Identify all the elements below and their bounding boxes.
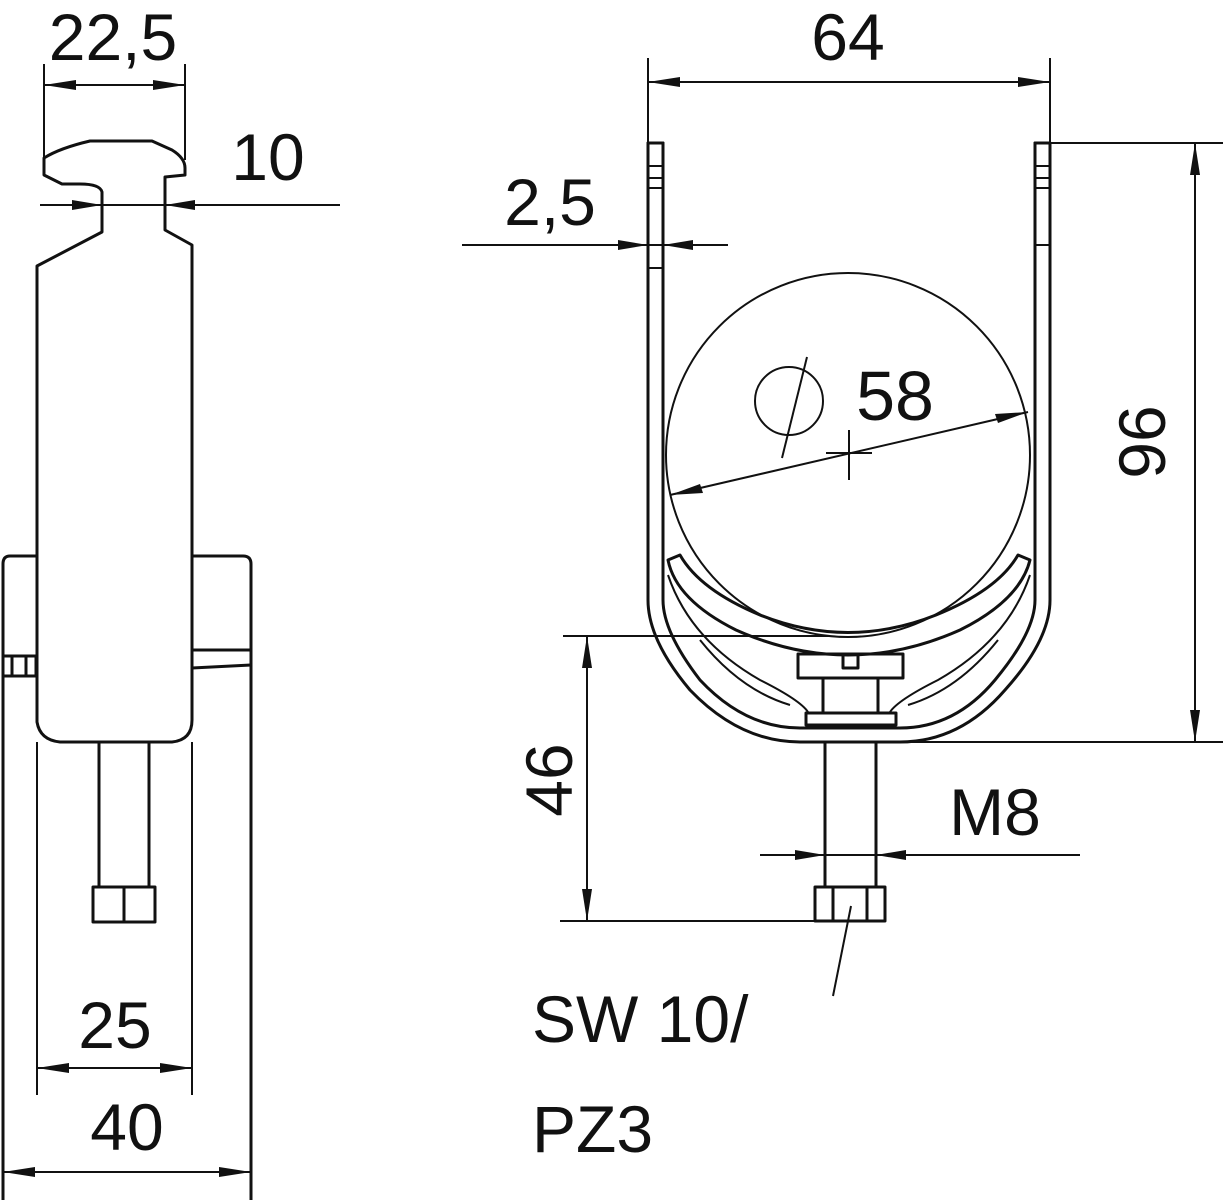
dim-stud-height: 46 — [512, 743, 586, 816]
dim-thread: M8 — [949, 775, 1041, 849]
dim-base-width: 40 — [90, 1090, 163, 1164]
dim-overall-width: 64 — [811, 0, 884, 74]
callout-line-1: SW 10/ — [532, 982, 749, 1056]
front-view: 64 2,5 58 — [462, 0, 1223, 1166]
dim-head-width: 22,5 — [49, 0, 177, 74]
dim-strap-thickness: 2,5 — [504, 165, 596, 239]
dim-body-width: 25 — [78, 988, 151, 1062]
dim-pipe-diameter: 58 — [856, 357, 934, 435]
dim-overall-height: 96 — [1105, 405, 1179, 478]
callout-line-2: PZ3 — [532, 1092, 653, 1166]
side-view: 22,5 10 25 40 — [1, 0, 340, 1200]
dim-neck-width: 10 — [231, 120, 304, 194]
